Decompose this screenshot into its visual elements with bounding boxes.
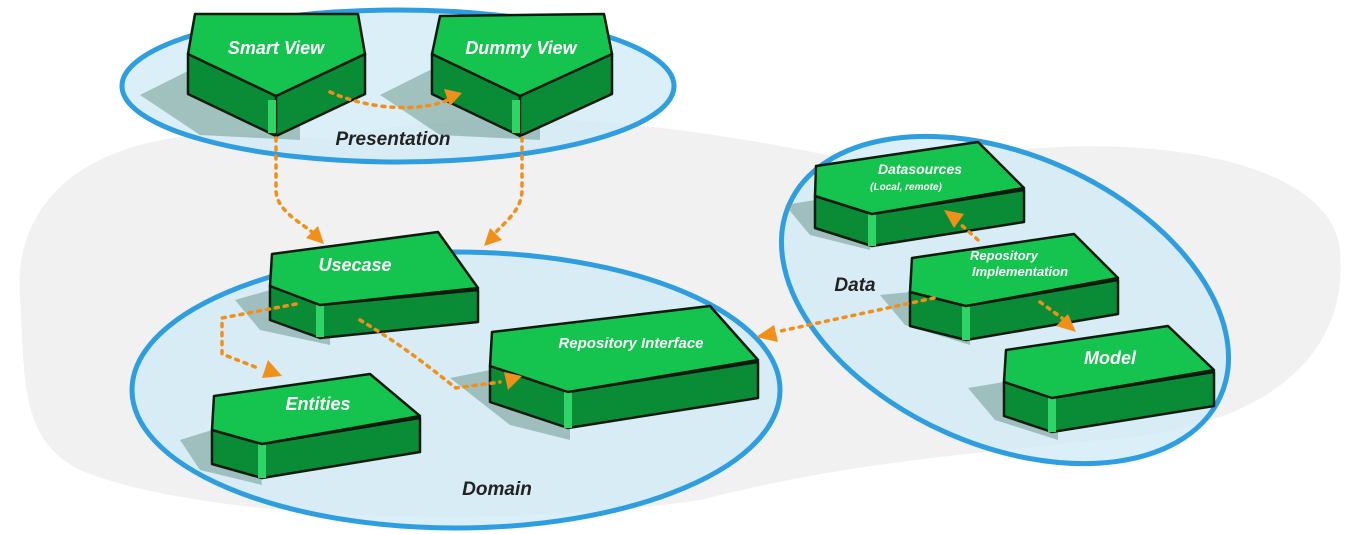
arrow-usecase-repointerface bbox=[358, 318, 502, 390]
repository-implementation-label-line1: Repository bbox=[970, 248, 1039, 263]
entities-box: Entities bbox=[180, 372, 422, 485]
dependency-arrows bbox=[220, 89, 1076, 390]
usecase-box: Usecase bbox=[235, 230, 480, 345]
entities-label: Entities bbox=[285, 394, 350, 414]
repository-implementation-box: Repository Implementation bbox=[880, 232, 1120, 345]
arrow-repoimpl-repointerface bbox=[774, 296, 936, 334]
arrow-usecase-entities bbox=[220, 302, 298, 370]
datasources-label: Datasources bbox=[878, 161, 962, 177]
data-zone-label: Data bbox=[834, 275, 876, 296]
repository-implementation-label-line2: Implementation bbox=[972, 264, 1068, 279]
arrow-head-repointerface-right bbox=[756, 325, 778, 342]
arrow-head-dummyview bbox=[444, 89, 462, 106]
arrow-repoimpl-datasources bbox=[956, 220, 980, 242]
dummy-view-label: Dummy View bbox=[465, 38, 577, 58]
usecase-label: Usecase bbox=[318, 255, 391, 275]
model-label: Model bbox=[1084, 348, 1137, 368]
presentation-zone-label: Presentation bbox=[335, 129, 450, 150]
arrow-head-repointerface-left bbox=[504, 372, 522, 390]
arrow-head-usecase-right bbox=[484, 228, 502, 246]
arrow-head-datasources bbox=[944, 210, 964, 228]
arrow-smartview-dummyview bbox=[328, 90, 450, 110]
arrow-head-entities bbox=[262, 360, 282, 378]
arrow-head-model bbox=[1056, 314, 1076, 332]
arrow-head-usecase-left bbox=[306, 226, 324, 244]
model-box: Model bbox=[968, 324, 1216, 440]
smart-view-label: Smart View bbox=[228, 38, 325, 58]
datasources-sublabel: (Local, remote) bbox=[870, 182, 942, 193]
smart-view-box: Smart View bbox=[140, 12, 367, 140]
arrow-repoimpl-model bbox=[1038, 300, 1064, 320]
datasources-box: Datasources (Local, remote) bbox=[785, 140, 1026, 250]
domain-zone-label: Domain bbox=[462, 479, 532, 500]
repository-interface-label: Repository Interface bbox=[558, 335, 703, 352]
arrow-dummyview-usecase bbox=[492, 136, 524, 236]
dummy-view-box: Dummy View bbox=[380, 12, 614, 140]
